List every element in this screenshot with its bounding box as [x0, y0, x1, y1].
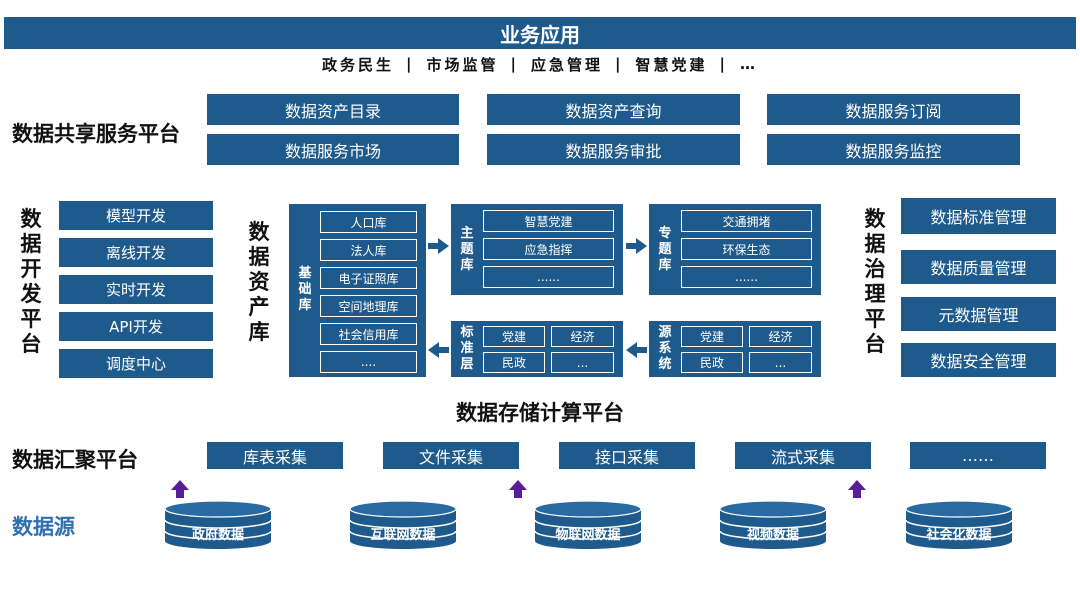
- theme-library-item: 应急指挥: [483, 238, 614, 260]
- dev-item: 模型开发: [59, 201, 213, 230]
- database-cylinder-icon: 视频数据: [718, 500, 828, 550]
- governance-item: 数据质量管理: [901, 250, 1056, 284]
- share-item: 数据服务审批: [487, 134, 740, 165]
- source-system-title: 源系统: [658, 325, 672, 372]
- data-source-name: 政府数据: [191, 528, 244, 543]
- dev-item: 调度中心: [59, 349, 213, 378]
- governance-item: 数据安全管理: [901, 343, 1056, 377]
- arrow-left-icon: [428, 342, 449, 358]
- dev-platform-label: 数据开 发平台: [20, 207, 42, 356]
- domain-item: …: [740, 55, 758, 73]
- gather-item: 文件采集: [383, 442, 519, 469]
- dev-item: 离线开发: [59, 238, 213, 267]
- topic-library-item: 环保生态: [681, 238, 812, 260]
- source-system-item: ...: [749, 352, 812, 373]
- gather-item: 流式采集: [735, 442, 871, 469]
- data-source-label: 数据源: [12, 515, 75, 539]
- topic-library-title: 专题库: [658, 226, 672, 273]
- domain-item: 市场监管: [426, 55, 499, 74]
- gather-platform-label: 数据汇聚平台: [12, 448, 138, 472]
- theme-library-panel: 主题库 智慧党建 应急指挥 ......: [451, 204, 623, 295]
- gather-item: ……: [910, 442, 1046, 469]
- standard-layer-panel: 标准层 党建 经济 民政 ...: [451, 321, 623, 377]
- business-domains: 政务民生 | 市场监管 | 应急管理 | 智慧党建 | …: [322, 55, 758, 74]
- share-item: 数据资产目录: [207, 94, 459, 125]
- share-item: 数据服务订阅: [767, 94, 1020, 125]
- share-item: 数据服务市场: [207, 134, 459, 165]
- share-item: 数据资产查询: [487, 94, 740, 125]
- data-source-name: 社会化数据: [926, 528, 992, 543]
- theme-library-item: 智慧党建: [483, 210, 614, 232]
- share-platform-label: 数据共享服务平台: [12, 122, 180, 146]
- arrow-up-icon: [171, 480, 189, 498]
- source-system-item: 经济: [749, 326, 812, 347]
- governance-item: 数据标准管理: [901, 198, 1056, 234]
- base-library-item: 电子证照库: [320, 267, 417, 289]
- arrow-right-icon: [626, 238, 647, 254]
- governance-platform-label: 数据治 理平台: [864, 207, 886, 356]
- standard-layer-item: 民政: [483, 352, 545, 373]
- base-library-item: ....: [320, 351, 417, 373]
- arrow-right-icon: [428, 238, 449, 254]
- gather-item: 库表采集: [207, 442, 343, 469]
- database-cylinder-icon: 互联网数据: [348, 500, 458, 550]
- database-cylinder-icon: 社会化数据: [904, 500, 1014, 550]
- theme-library-title: 主题库: [460, 226, 474, 273]
- base-library-panel: 基础库 人口库 法人库 电子证照库 空间地理库 社会信用库 ....: [289, 204, 426, 377]
- domain-item: 应急管理: [531, 55, 604, 74]
- share-item: 数据服务监控: [767, 134, 1020, 165]
- base-library-title: 基础库: [298, 266, 312, 313]
- arrow-up-icon: [509, 480, 527, 498]
- source-system-item: 民政: [681, 352, 743, 373]
- domain-item: 政务民生: [322, 55, 395, 74]
- business-app-banner: 业务应用: [4, 17, 1076, 49]
- standard-layer-item: 党建: [483, 326, 545, 347]
- base-library-item: 法人库: [320, 239, 417, 261]
- data-source-name: 物联网数据: [555, 528, 621, 543]
- domain-item: 智慧党建: [635, 55, 708, 74]
- storage-platform-label: 数据存储计算平台: [456, 401, 624, 425]
- gather-item: 接口采集: [559, 442, 695, 469]
- source-system-item: 党建: [681, 326, 743, 347]
- arrow-up-icon: [848, 480, 866, 498]
- topic-library-panel: 专题库 交通拥堵 环保生态 ......: [649, 204, 821, 295]
- base-library-item: 空间地理库: [320, 295, 417, 317]
- standard-layer-title: 标准层: [460, 325, 474, 372]
- database-cylinder-icon: 政府数据: [163, 500, 273, 550]
- topic-library-item: ......: [681, 266, 812, 288]
- arrow-left-icon: [626, 342, 647, 358]
- standard-layer-item: ...: [551, 352, 614, 373]
- database-cylinder-icon: 物联网数据: [533, 500, 643, 550]
- topic-library-item: 交通拥堵: [681, 210, 812, 232]
- source-system-panel: 源系统 党建 经济 民政 ...: [649, 321, 821, 377]
- dev-item: 实时开发: [59, 275, 213, 304]
- base-library-item: 人口库: [320, 211, 417, 233]
- dev-item: API开发: [59, 312, 213, 341]
- base-library-item: 社会信用库: [320, 323, 417, 345]
- standard-layer-item: 经济: [551, 326, 614, 347]
- asset-library-label: 数据资 产库: [248, 220, 270, 344]
- theme-library-item: ......: [483, 266, 614, 288]
- data-source-name: 视频数据: [746, 528, 799, 543]
- data-source-name: 互联网数据: [370, 528, 436, 543]
- business-app-title: 业务应用: [500, 22, 580, 47]
- governance-item: 元数据管理: [901, 297, 1056, 331]
